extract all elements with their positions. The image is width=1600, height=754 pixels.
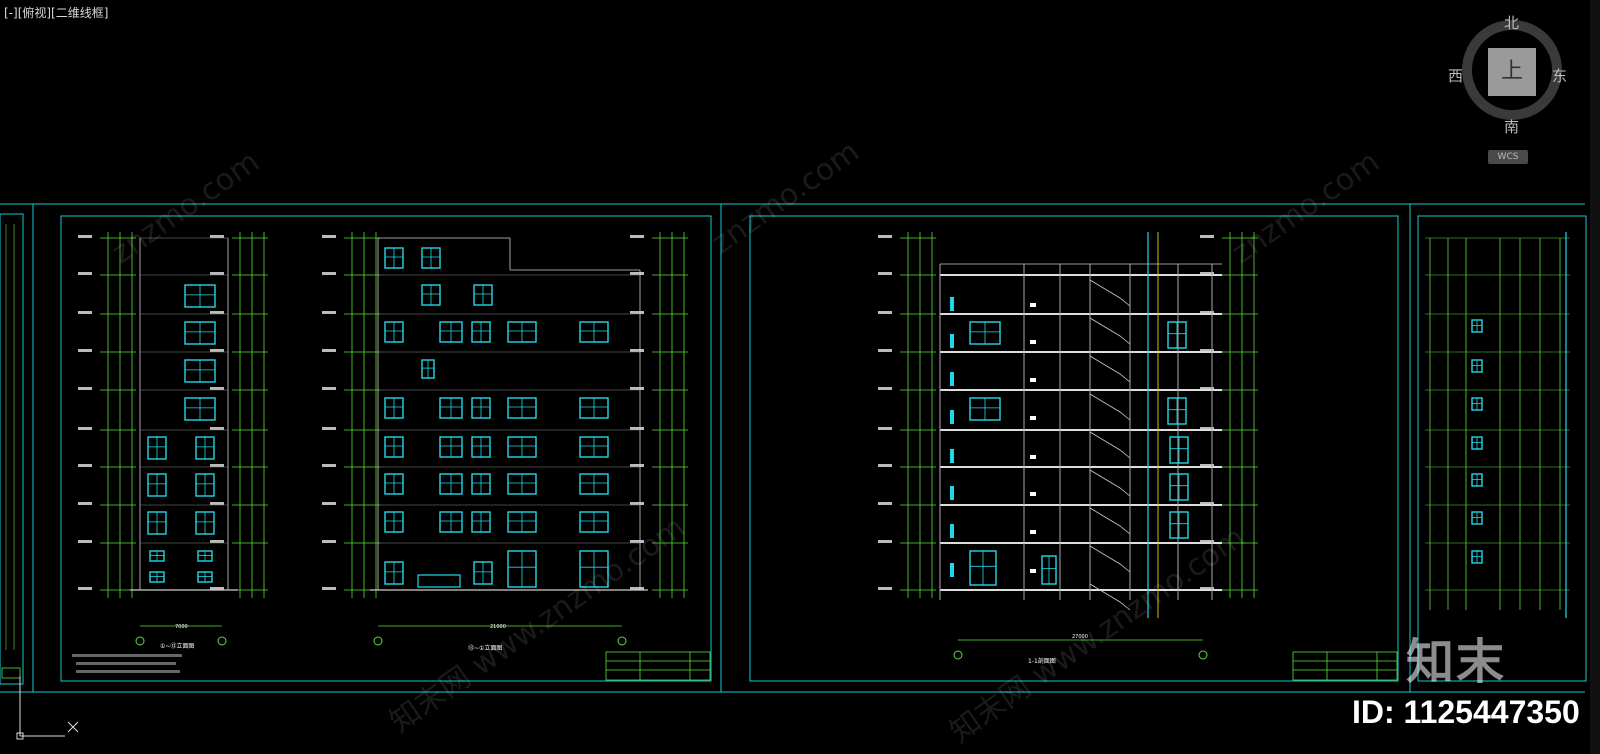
partial-sheet-right xyxy=(1425,232,1570,618)
title-block-1 xyxy=(605,651,711,681)
partial-sheet-left xyxy=(1,224,21,679)
title-block-2 xyxy=(1292,651,1398,681)
compass-west[interactable]: 西 xyxy=(1448,67,1464,85)
section-drawing xyxy=(878,232,1258,660)
compass-south[interactable]: 南 xyxy=(1504,118,1520,136)
wcs-button[interactable]: WCS xyxy=(1488,150,1528,164)
section-title: 1-1剖面图 xyxy=(1028,657,1056,665)
window xyxy=(417,574,461,588)
elevation-b-dim: 21000 xyxy=(490,624,506,630)
vertical-scrollbar[interactable] xyxy=(1590,0,1600,754)
sheet-0-border xyxy=(0,213,24,685)
elevation-sheet: ①~⑬立面图 ⑬~①立面图 7000 21000 xyxy=(72,232,711,681)
elevation-a-title: ①~⑬立面图 xyxy=(160,642,194,650)
elevation-b xyxy=(322,232,688,646)
notes-block xyxy=(72,654,182,673)
viewport-label[interactable]: [-][俯视][二维线框] xyxy=(4,6,109,20)
compass-north[interactable]: 北 xyxy=(1504,14,1520,32)
sheet-1-border xyxy=(60,215,712,682)
section-sheet: 1-1剖面图 27000 xyxy=(878,232,1398,681)
viewcube-top-face[interactable]: 上 xyxy=(1488,48,1536,96)
sheet-2-border xyxy=(749,215,1399,682)
sheet-3-border xyxy=(1417,215,1587,682)
viewcube-compass-ring[interactable] xyxy=(1462,20,1562,120)
watermark-logo: 知末 xyxy=(1406,634,1507,690)
elevation-b-title: ⑬~①立面图 xyxy=(468,644,502,652)
viewcube[interactable]: 上 北 南 西 东 WCS xyxy=(1448,10,1582,180)
compass-east[interactable]: 东 xyxy=(1552,67,1568,85)
section-dim: 27000 xyxy=(1072,634,1088,640)
elevation-a-dim: 7000 xyxy=(175,624,188,630)
elevation-a xyxy=(78,232,268,646)
watermark-id: ID: 1125447350 xyxy=(1352,694,1580,730)
ucs-icon xyxy=(16,676,79,740)
